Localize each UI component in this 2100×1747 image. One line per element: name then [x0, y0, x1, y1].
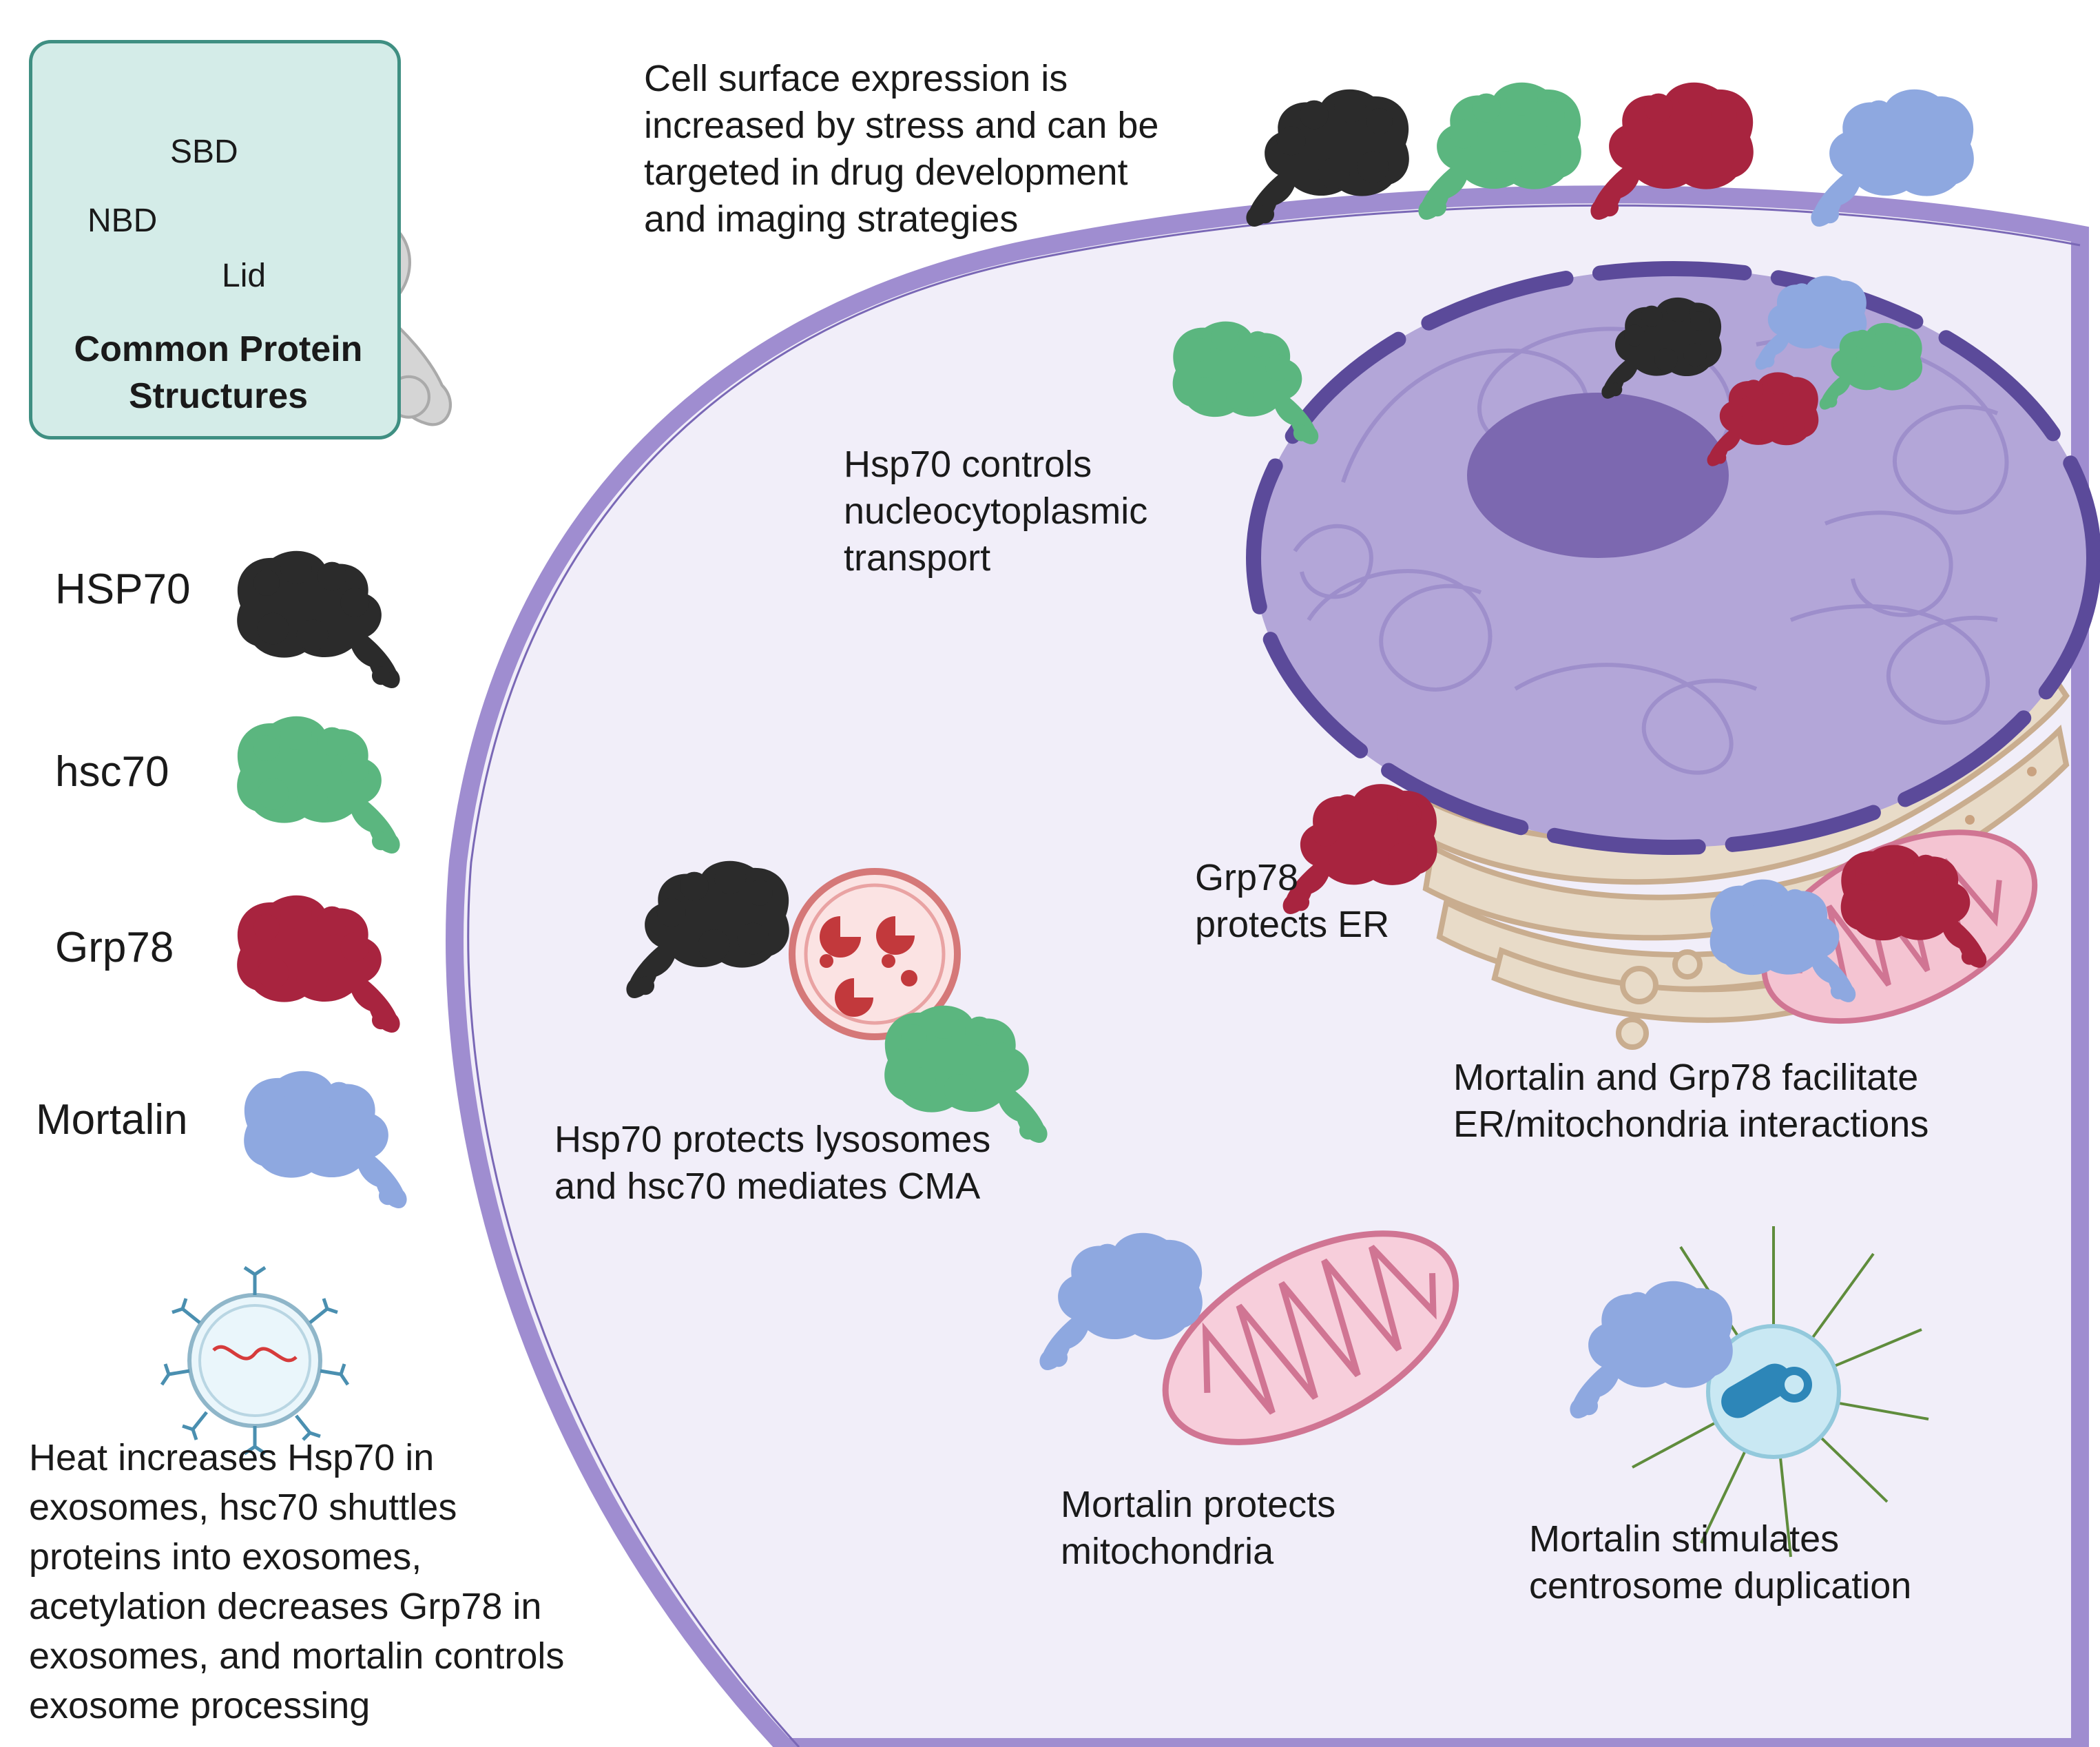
exosome [160, 1265, 350, 1456]
legend-icon-grp78 [237, 895, 400, 1033]
er-protection-text: Grp78 protects ER [1195, 857, 1390, 945]
lysosome [789, 868, 961, 1040]
nucleus [1246, 261, 2100, 855]
surface-expression-text: Cell surface expression is increased by … [644, 58, 1159, 240]
nuclear-transport-text: Hsp70 controls nucleocytoplasmic transpo… [844, 444, 1148, 579]
nucleolus [1467, 393, 1729, 558]
legend-icon-hsc70 [237, 716, 400, 854]
structure-box-title: Common Protein Structures [74, 329, 363, 416]
er-mito-text: Mortalin and Grp78 facilitate ER/mitocho… [1453, 1057, 1929, 1145]
legend-label-grp78: Grp78 [55, 924, 174, 971]
centrosome-text: Mortalin stimulates centrosome duplicati… [1529, 1518, 1912, 1606]
legend-label-hsc70: hsc70 [55, 748, 169, 796]
nucleoplasm [1254, 269, 2094, 847]
er-vesicles [1616, 949, 1703, 1050]
exosome-text: Heat increases Hsp70 in exosomes, hsc70 … [29, 1437, 565, 1726]
nuclear-envelope [1246, 261, 2100, 855]
legend-icon-hsp70 [237, 550, 400, 689]
mito-protection-text: Mortalin protects mitochondria [1061, 1484, 1336, 1572]
lid-label: Lid [222, 258, 267, 294]
legend-label-mortalin: Mortalin [36, 1096, 188, 1144]
structure-legend-box: SBD NBD Lid Common Protein Structures [29, 40, 401, 440]
legend-icon-mortalin [244, 1071, 407, 1209]
centrosome [1625, 1226, 1929, 1558]
mitochondrion [1162, 1230, 1459, 1445]
lysosome-text: Hsp70 protects lysosomes and hsc70 media… [554, 1119, 991, 1207]
nbd-label: NBD [87, 203, 158, 239]
sbd-label: SBD [170, 134, 238, 170]
legend-label-hsp70: HSP70 [55, 566, 191, 613]
